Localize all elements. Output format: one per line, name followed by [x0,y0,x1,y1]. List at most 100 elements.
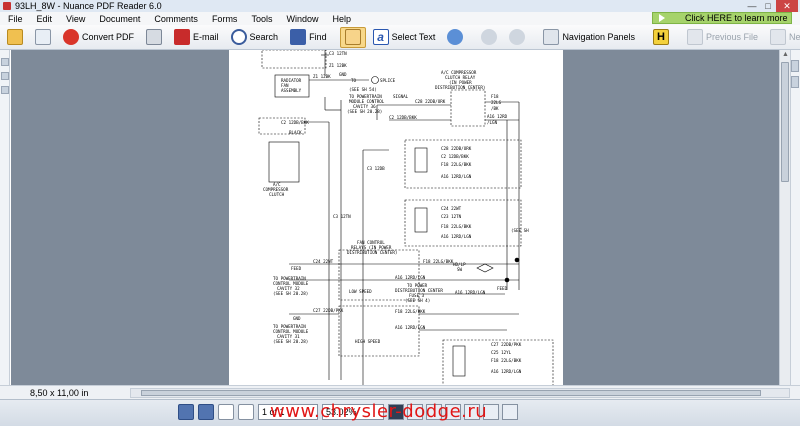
undo-button[interactable] [476,27,502,48]
search-button[interactable]: Search [226,27,284,48]
zoom-select[interactable]: 53.02% [322,404,384,420]
bookmarks-panel-icon[interactable] [1,72,9,80]
play-arrow-icon [659,14,665,22]
next-file-label: Next File [789,32,800,42]
previous-page-icon[interactable] [218,404,234,420]
pages-panel-icon[interactable] [1,58,9,66]
facing-continuous-view-icon[interactable] [445,404,461,420]
rotate-right-icon[interactable] [198,404,214,420]
diagram-label: LOW SPEED [349,289,372,294]
menu-document[interactable]: Document [99,13,141,24]
diagram-label: C24 22WT [441,206,462,211]
rotate-left-icon[interactable] [178,404,194,420]
scroll-thumb[interactable] [781,62,789,182]
menu-view[interactable]: View [66,13,86,24]
snapshot-button[interactable] [442,27,468,48]
attachments-panel-icon[interactable] [1,86,9,94]
close-button[interactable]: ✕ [776,0,798,12]
menu-edit[interactable]: Edit [36,13,53,24]
convert-pdf-button[interactable]: Convert PDF [58,27,139,48]
diagram-label: A16 12RD/LGN [395,275,426,280]
vertical-scrollbar[interactable]: ▲ [779,50,790,385]
binoculars-icon [290,29,307,45]
diagram-label: TO [351,78,357,83]
diagram-label: CAVITY 31 [277,334,300,339]
status-bar: 8,50 x 11,00 in [0,385,800,399]
diagram-label: CAVITY 32 [277,286,300,291]
connector-pins-3 [452,345,466,377]
horizontal-scrollbar[interactable] [130,388,790,398]
right-side-panel [790,50,800,385]
menu-help[interactable]: Help [332,13,351,24]
print-button[interactable] [141,27,167,48]
diagram-label: A16 12RD [487,114,508,119]
diagram-label: Z1 12BK [329,63,347,68]
diagram-label: DISTRIBUTION CENTER) [435,85,485,90]
dashed-component-box [261,50,327,69]
open-button[interactable] [2,27,28,48]
next-page-icon[interactable] [238,404,254,420]
facing-view-icon[interactable] [426,404,442,420]
single-page-view-icon[interactable] [388,404,404,420]
panel-tab-icon[interactable] [791,76,799,88]
ac-relay-box [450,89,486,127]
diagram-label: FAN CONTROL [357,240,385,245]
diagram-label: DISTRIBUTION CENTER) [347,250,397,255]
left-navigation-panel [0,50,10,385]
diagram-label: C2 12DB/BKK [441,154,469,159]
diagram-label: (SEE SH 4) [405,298,430,303]
convert-icon [63,29,79,45]
promo-text: Click HERE to learn more [685,13,788,23]
page-number-input[interactable]: 1 of 1 [258,404,318,420]
diagram-label: (SEE SH 20.28) [347,109,382,114]
redo-button[interactable] [504,27,530,48]
wiring-diagram: C3 12TN Z1 12BK RADIATOR FAN ASSEMBLY Z1… [258,50,554,385]
continuous-view-icon[interactable] [407,404,423,420]
fit-width-icon[interactable] [464,404,480,420]
full-screen-icon[interactable] [502,404,518,420]
highlight-button[interactable]: H [648,27,674,48]
next-file-button[interactable]: Next File [765,27,800,48]
diagram-label: RADIATOR [281,78,302,83]
maximize-button[interactable]: □ [765,1,771,11]
text-cursor-icon: a [372,29,389,45]
menu-forms[interactable]: Forms [211,13,238,24]
printer-icon [146,29,163,45]
diagram-label: C3 12TN [333,214,351,219]
menu-comments[interactable]: Comments [154,13,198,24]
find-button[interactable]: Find [285,27,332,48]
diagram-label: C2 12DB/BKK [281,120,309,125]
diagram-label: (SEE SH 20.28) [273,291,308,296]
select-text-button[interactable]: a Select Text [368,27,441,48]
splice-dot [514,257,520,263]
promo-banner[interactable]: Click HERE to learn more [652,12,792,24]
previous-file-button[interactable]: Previous File [682,27,763,48]
email-button[interactable]: E-mail [169,27,224,48]
horizontal-scroll-thumb[interactable] [141,390,761,396]
menu-window[interactable]: Window [286,13,319,24]
diagram-label: CAVITY 36 [353,104,376,109]
folder-icon [7,29,23,45]
page-navigation: 1 of 1 53.02% [178,404,521,420]
diagram-label: C28 22DB/ORK [441,146,472,151]
hand-icon [344,29,361,45]
minimize-button[interactable]: — [747,1,757,11]
diagram-label: Z1 12BK [313,74,331,79]
diagram-label: FAN [281,83,289,88]
diagram-label: A16 12RD/LGN [441,234,472,239]
diagram-label: (SEE SH [511,228,529,233]
menu-tools[interactable]: Tools [251,13,273,24]
panel-tab-icon[interactable] [791,60,799,72]
scroll-up-icon[interactable]: ▲ [782,51,789,58]
convert-pdf-label: Convert PDF [82,32,135,42]
diagram-label: A16 12RD/LGN [395,325,426,330]
document-viewport[interactable]: C3 12TN Z1 12BK RADIATOR FAN ASSEMBLY Z1… [11,50,790,385]
fit-page-icon[interactable] [483,404,499,420]
save-button[interactable] [30,27,56,48]
menu-file[interactable]: File [8,13,23,24]
compressor-body [268,141,300,183]
diagram-label: SIGNAL [393,94,409,99]
navigation-panels-button[interactable]: Navigation Panels [538,27,640,48]
hand-tool-button[interactable] [339,26,366,48]
diagram-label: C27 22DB/PKK [313,308,344,313]
